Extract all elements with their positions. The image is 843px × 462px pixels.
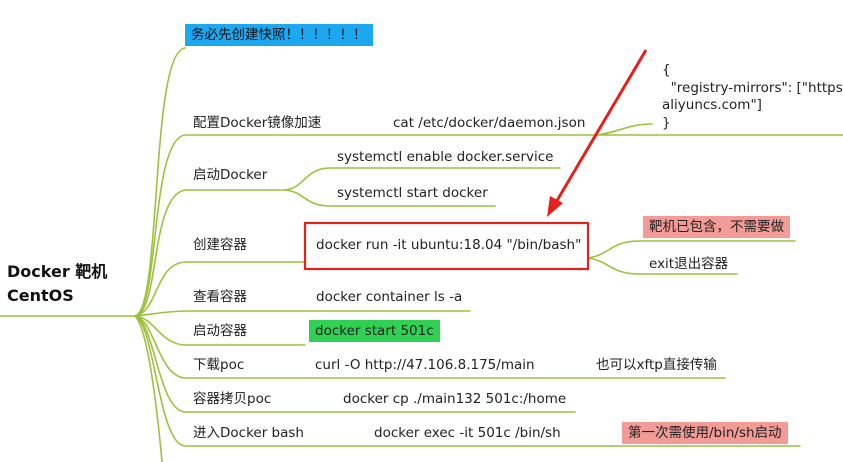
branch-start-docker [134, 189, 286, 317]
branch-start-container [134, 315, 306, 346]
branch-download [134, 315, 726, 379]
sub-start [284, 189, 496, 207]
node-download: 下载poc [193, 357, 245, 373]
pointer-arrow-line [553, 49, 648, 205]
branch-view [134, 310, 471, 317]
node-view: 查看容器 [193, 289, 247, 305]
sub-exit [587, 257, 738, 275]
branch-warning [134, 47, 186, 317]
root-subtitle: CentOS [7, 286, 74, 305]
sub-enable [284, 167, 561, 191]
node-start-docker: 启动Docker [193, 167, 268, 183]
node-view-cmd: docker container ls -a [316, 289, 463, 305]
node-start-docker-cmd1: systemctl enable docker.service [337, 149, 554, 165]
node-create-cmd: docker run -it ubuntu:18.04 "/bin/bash" [316, 237, 582, 253]
branch-create [134, 261, 307, 317]
node-download-cmd: curl -O http://47.106.8.175/main [315, 357, 535, 373]
root-node: Docker 靶机 CentOS [7, 260, 107, 308]
warning-badge: 务必先创建快照！！！！！！ [185, 24, 373, 46]
highlight-frame [303, 221, 590, 271]
node-bash: 进入Docker bash [193, 425, 304, 441]
json-line-2: "registry-mirrors": ["https:/ [662, 80, 843, 96]
node-create-note: 靶机已包含，不需要做 [643, 216, 790, 238]
node-start-container: 启动容器 [193, 323, 247, 339]
node-create: 创建容器 [193, 237, 247, 253]
node-mirror-cmd: cat /etc/docker/daemon.json [393, 115, 586, 131]
branch-bash [134, 315, 801, 447]
json-line-4: } [662, 115, 671, 131]
json-line-3: aliyuncs.com"] [662, 97, 762, 113]
json-line-1: { [662, 62, 671, 78]
node-bash-note: 第一次需使用/bin/sh启动 [622, 422, 788, 444]
node-copy-cmd: docker cp ./main132 501c:/home [343, 391, 567, 407]
node-start-docker-cmd2: systemctl start docker [337, 185, 488, 201]
branch-copy [134, 315, 576, 413]
node-copy: 容器拷贝poc [193, 391, 272, 407]
pointer-arrow-head [547, 196, 563, 217]
branch-mirror [134, 134, 843, 317]
sub-note [587, 240, 796, 259]
root-title: Docker 靶机 [7, 262, 108, 281]
branch-offscreen [134, 315, 163, 462]
json-link [596, 123, 653, 136]
node-start-container-cmd: docker start 501c [309, 320, 440, 342]
node-mirror: 配置Docker镜像加速 [193, 115, 322, 131]
node-bash-cmd: docker exec -it 501c /bin/sh [374, 425, 561, 441]
node-create-exit: exit退出容器 [649, 256, 729, 272]
node-download-note: 也可以xftp直接传输 [596, 357, 717, 373]
